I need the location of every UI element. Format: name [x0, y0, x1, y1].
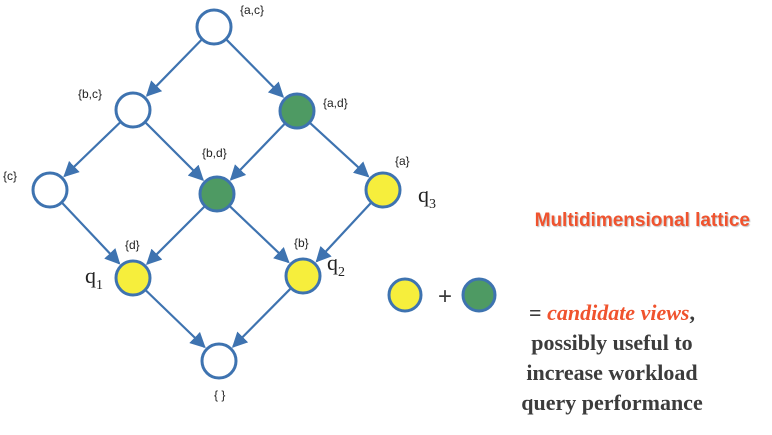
legend-line-2: increase workload	[526, 360, 698, 385]
node-label-empty: { }	[214, 388, 225, 402]
query-label-q1: q1	[85, 263, 103, 293]
legend-line-3: query performance	[521, 390, 703, 415]
node-label-bd: {b,d}	[202, 146, 227, 160]
legend-green-circle	[461, 277, 497, 313]
legend-plus: +	[438, 283, 452, 310]
node-label-b: {b}	[294, 236, 309, 250]
legend-first-line: = candidate views,	[470, 298, 754, 328]
node-c	[31, 171, 69, 209]
node-a	[364, 171, 402, 209]
node-label-ad: {a,d}	[323, 96, 348, 110]
lattice-nodes: {a,c} {b,c} {a,d} {c} {b,d} {a} {d} {b} { }	[3, 3, 410, 402]
query-label-q2: q2	[327, 250, 345, 280]
edge-ac-ad	[225, 39, 285, 98]
edge-ad-a	[309, 122, 370, 178]
edge-bc-bd	[144, 121, 204, 181]
comma: ,	[689, 300, 695, 325]
lattice-edges	[61, 39, 372, 349]
node-bc	[114, 91, 152, 129]
node-b	[284, 257, 322, 295]
legend-icons: +	[387, 277, 497, 313]
node-label-ac: {a,c}	[240, 3, 264, 17]
node-label-bc: {b,c}	[78, 87, 102, 101]
edge-ac-bc	[145, 39, 203, 97]
edge-bd-b	[229, 205, 290, 264]
node-label-c: {c}	[3, 169, 17, 183]
query-labels: q1 q2 q3	[85, 182, 436, 293]
legend-description: = candidate views, possibly useful to in…	[470, 298, 754, 418]
legend-yellow-circle	[387, 277, 423, 313]
edge-ad-bd	[229, 123, 286, 181]
edge-c-d	[61, 202, 121, 265]
edge-bd-d	[146, 205, 206, 265]
node-label-a: {a}	[395, 154, 410, 168]
query-label-q3: q3	[418, 182, 436, 212]
node-bd	[198, 175, 236, 213]
edge-b-empty	[231, 288, 292, 348]
edge-a-b	[315, 202, 372, 263]
node-ad	[278, 92, 316, 130]
node-d	[114, 259, 152, 297]
edge-d-empty	[145, 289, 206, 349]
node-label-d: {d}	[125, 238, 140, 252]
equals-sign: =	[529, 300, 548, 325]
legend-line-1: possibly useful to	[531, 330, 693, 355]
node-ac	[195, 8, 233, 46]
candidate-views-text: candidate views	[547, 300, 690, 325]
diagram-title: Multidimensional lattice	[534, 210, 750, 231]
edge-bc-c	[63, 121, 121, 178]
node-empty	[200, 342, 238, 380]
